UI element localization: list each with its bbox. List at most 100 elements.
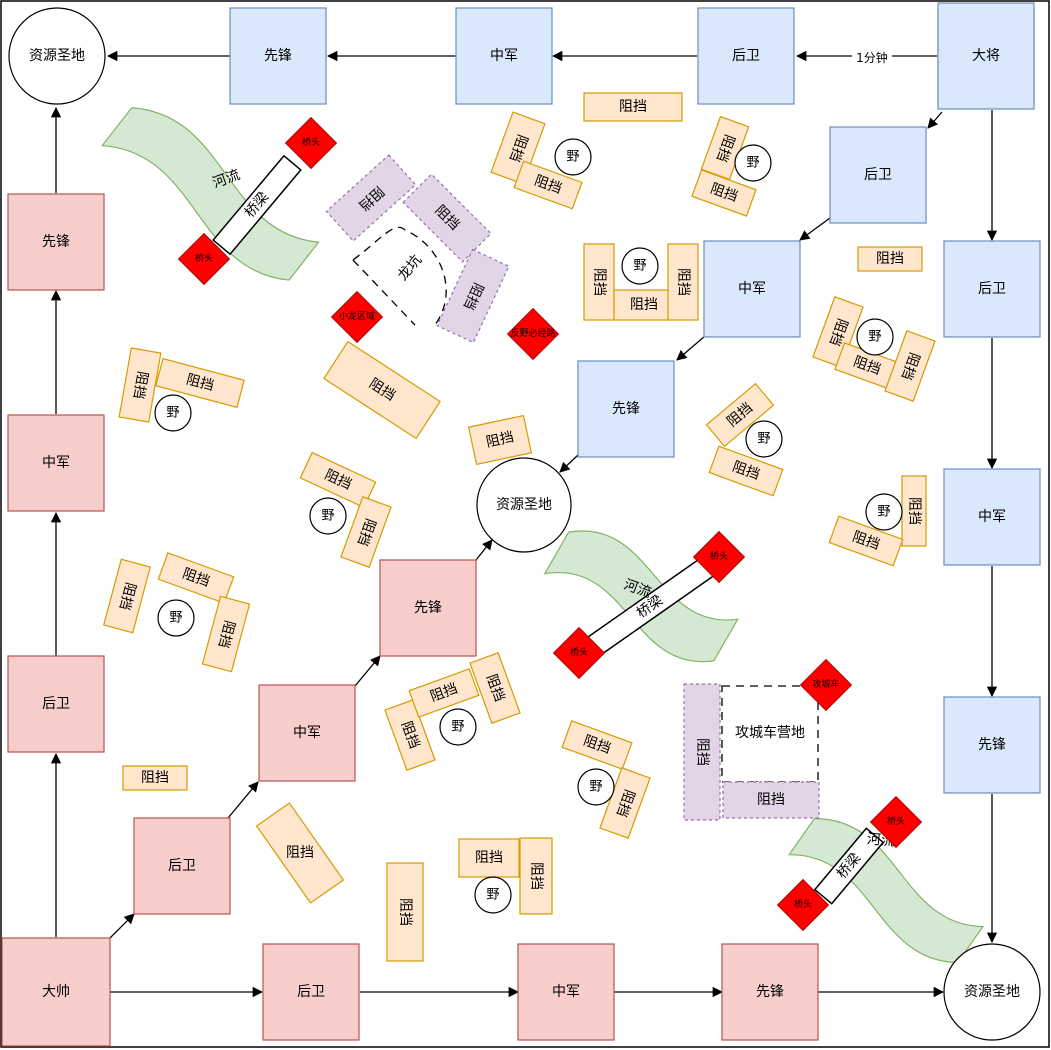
block-cluster-c-1-label: 阻挡 xyxy=(591,268,607,296)
wild-monster-spot-label: 野 xyxy=(169,611,182,626)
block-cluster-i-1-shape xyxy=(102,558,152,634)
wild-monster-spot-label: 野 xyxy=(877,505,890,520)
resource-land-bottom-right: 资源圣地 xyxy=(943,943,1041,1041)
block-cluster-h-1-label: 阻挡 xyxy=(906,497,922,525)
unit-marshal-shape xyxy=(1,937,111,1047)
unit-blue-rear-guard-right-label: 后卫 xyxy=(978,281,1006,297)
arrow-general-diag xyxy=(927,111,943,129)
bridgehead-center-bottom-shape xyxy=(552,626,606,680)
arrow-diag-vanguard-to-resource xyxy=(559,454,579,473)
block-cluster-k-1-shape xyxy=(561,720,633,770)
wild-must-pass-marker-shape xyxy=(506,307,560,361)
minor-dragon-zone-marker: 小龙区域 xyxy=(330,290,384,344)
river-center xyxy=(543,530,739,663)
wild-monster-spot-label: 野 xyxy=(451,720,464,735)
unit-red-rear-guard-bottom-shape xyxy=(262,943,360,1041)
bridgehead-center-top-label: 桥头 xyxy=(710,550,728,562)
unit-red-rear-guard-diag: 后卫 xyxy=(133,817,231,915)
unit-red-center-left-label: 中军 xyxy=(42,455,70,471)
block-cluster-a-1-shape xyxy=(490,111,546,185)
unit-blue-rear-guard-top-shape xyxy=(697,7,795,105)
siege-block-vertical-label: 阻挡 xyxy=(694,738,710,766)
block-cluster-c-1-shape xyxy=(583,243,615,321)
block-cluster-d-3: 阻挡 xyxy=(884,330,936,402)
block-right-small: 阻挡 xyxy=(857,246,923,272)
block-cluster-i-2: 阻挡 xyxy=(157,552,235,604)
unit-red-center-diag: 中军 xyxy=(258,684,356,782)
bridgehead-se-bottom-label: 桥头 xyxy=(794,898,812,910)
unit-red-center-left-shape xyxy=(7,414,105,512)
block-cluster-f-1: 阻挡 xyxy=(705,382,775,448)
bridgehead-nw-top-shape xyxy=(284,116,338,170)
block-right-small-shape xyxy=(857,246,923,272)
block-cluster-a-2: 阻挡 xyxy=(513,160,583,210)
wild-must-pass-marker-label: 反野必经路 xyxy=(510,327,555,339)
block-cluster-g-1-shape xyxy=(299,451,377,509)
unit-blue-vanguard-top-label: 先锋 xyxy=(264,48,292,64)
wild-monster-spot-shape xyxy=(856,318,894,356)
block-bottom-left-shape xyxy=(255,802,345,904)
unit-blue-rear-guard-diag-label: 后卫 xyxy=(864,167,892,183)
unit-red-center-bottom-label: 中军 xyxy=(552,984,580,1000)
block-near-resource-label: 阻挡 xyxy=(485,429,516,450)
minor-dragon-zone-marker-shape xyxy=(330,290,384,344)
block-bottom-vertical: 阻挡 xyxy=(386,862,424,962)
wild-monster-spot: 野 xyxy=(621,247,659,285)
unit-blue-vanguard-diag: 先锋 xyxy=(577,360,675,458)
unit-blue-rear-guard-right-shape xyxy=(943,240,1041,338)
block-cluster-e-1-label: 阻挡 xyxy=(130,370,151,400)
siege-cart-marker-label: 攻城车 xyxy=(812,678,839,690)
unit-blue-center-top: 中军 xyxy=(455,7,553,105)
wild-monster-spot: 野 xyxy=(554,138,592,176)
resource-land-top-left-label: 资源圣地 xyxy=(29,48,85,64)
unit-marshal: 大帅 xyxy=(1,937,111,1047)
wild-monster-spot-shape xyxy=(157,599,195,637)
bridgehead-se-bottom: 桥头 xyxy=(776,878,830,932)
one-minute-label: 1分钟 xyxy=(852,49,892,65)
unit-blue-rear-guard-top: 后卫 xyxy=(697,7,795,105)
unit-blue-center-top-label: 中军 xyxy=(490,48,518,64)
siege-cart-marker-shape xyxy=(799,658,853,712)
wild-monster-spot: 野 xyxy=(157,599,195,637)
arrow-marshal-diag xyxy=(109,913,135,939)
bridgehead-center-top: 桥头 xyxy=(692,530,746,584)
block-cluster-j-1-shape xyxy=(384,699,436,771)
unit-blue-center-top-shape xyxy=(455,7,553,105)
block-cluster-j-1: 阻挡 xyxy=(384,699,436,771)
unit-red-vanguard-bottom-shape xyxy=(721,943,819,1041)
block-bottom-left-label: 阻挡 xyxy=(286,845,314,861)
unit-blue-vanguard-top-shape xyxy=(229,7,327,105)
block-cluster-j-3-shape xyxy=(469,652,521,724)
minor-dragon-zone-marker-label: 小龙区域 xyxy=(339,310,375,322)
block-cluster-c-2-shape xyxy=(613,289,675,321)
unit-red-vanguard-bottom: 先锋 xyxy=(721,943,819,1041)
unit-red-rear-guard-left-label: 后卫 xyxy=(42,696,70,712)
block-center-large: 阻挡 xyxy=(323,340,441,440)
unit-general: 大将 xyxy=(937,2,1035,110)
resource-land-center: 资源圣地 xyxy=(476,457,572,553)
arrow-diag-rear-to-center xyxy=(799,217,831,241)
wild-monster-spot-label: 野 xyxy=(633,259,646,274)
block-cluster-d-1-shape xyxy=(812,296,864,368)
siege-block-vertical-shape xyxy=(683,683,721,821)
wild-monster-spot-shape xyxy=(745,420,783,458)
unit-red-rear-guard-left: 后卫 xyxy=(7,655,105,753)
unit-red-vanguard-left-label: 先锋 xyxy=(42,234,70,250)
unit-blue-center-diag: 中军 xyxy=(703,240,801,338)
unit-blue-center-right-label: 中军 xyxy=(978,509,1006,525)
bridgehead-center-bottom-label: 桥头 xyxy=(570,646,588,658)
block-cluster-j-3: 阻挡 xyxy=(469,652,521,724)
wild-monster-spot-label: 野 xyxy=(321,509,334,524)
block-cluster-l-2-label: 阻挡 xyxy=(528,862,544,890)
wild-monster-spot: 野 xyxy=(577,768,615,806)
wild-monster-spot-label: 野 xyxy=(868,330,881,345)
wild-monster-spot: 野 xyxy=(734,144,772,182)
unit-marshal-label: 大帅 xyxy=(42,984,70,1000)
one-minute-text: 1分钟 xyxy=(856,50,888,65)
block-cluster-b-2: 阻挡 xyxy=(691,169,757,217)
block-cluster-c-3: 阻挡 xyxy=(667,243,699,321)
unit-red-center-diag-shape xyxy=(258,684,356,782)
dragon-block-3: 阻挡 xyxy=(436,248,510,344)
block-cluster-i-3-shape xyxy=(201,595,251,673)
siege-block-horizontal-shape xyxy=(722,781,820,819)
